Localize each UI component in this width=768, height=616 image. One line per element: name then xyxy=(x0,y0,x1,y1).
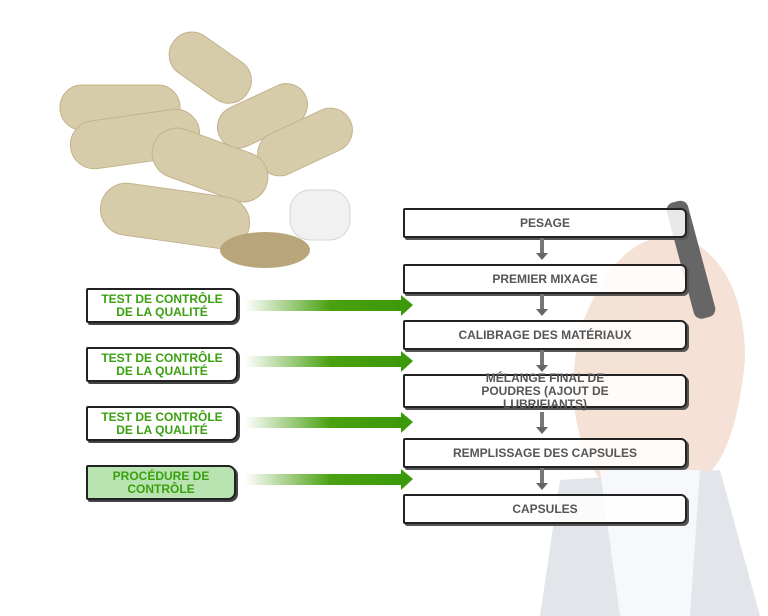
quality-test-box: TEST DE CONTRÔLE DE LA QUALITÉ xyxy=(86,288,238,323)
quality-test-box: TEST DE CONTRÔLE DE LA QUALITÉ xyxy=(86,347,238,382)
green-arrow-icon xyxy=(245,351,413,372)
step-remplissage: REMPLISSAGE DES CAPSULES xyxy=(403,438,687,468)
step-calibrage: CALIBRAGE DES MATÉRIAUX xyxy=(403,320,687,350)
down-arrow-icon xyxy=(536,468,548,490)
capsules-image xyxy=(59,31,353,268)
quality-test-box: TEST DE CONTRÔLE DE LA QUALITÉ xyxy=(86,406,238,441)
green-arrow-icon xyxy=(245,469,413,490)
control-procedure-box: PROCÉDURE DE CONTRÔLE xyxy=(86,465,236,500)
down-arrow-icon xyxy=(536,294,548,316)
step-pesage: PESAGE xyxy=(403,208,687,238)
step-melange-final: MÉLANGE FINAL DE POUDRES (AJOUT DE LUBRI… xyxy=(403,371,687,410)
down-arrow-icon xyxy=(536,350,548,372)
down-arrow-icon xyxy=(536,238,548,260)
green-arrow-icon xyxy=(245,295,413,316)
step-premier-mixage: PREMIER MIXAGE xyxy=(403,264,687,294)
step-capsules: CAPSULES xyxy=(403,494,687,524)
green-arrow-icon xyxy=(245,412,413,433)
down-arrow-icon xyxy=(536,412,548,434)
